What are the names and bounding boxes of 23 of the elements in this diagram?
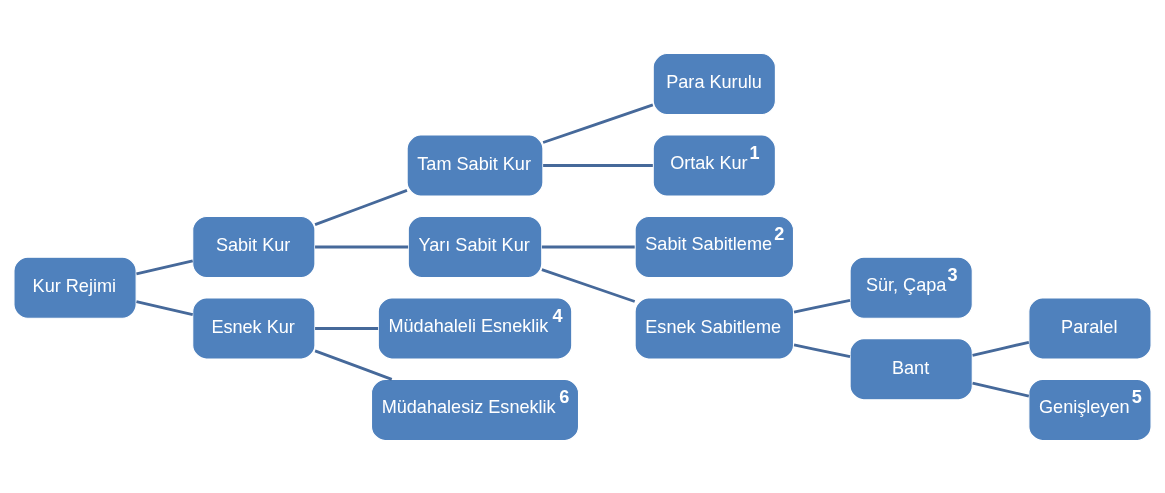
connector: [136, 258, 194, 275]
connector: [793, 343, 851, 358]
node-box: Esnek Kur: [192, 296, 316, 360]
connector: [793, 298, 851, 313]
node-box: Sabit Kur: [192, 215, 316, 278]
node-box: Kur Rejimi: [13, 256, 137, 319]
connector: [543, 163, 653, 167]
connector: [314, 349, 393, 381]
connector: [136, 299, 194, 316]
connector: [315, 326, 379, 330]
node-box: Paralel: [1028, 296, 1152, 360]
connector: [541, 245, 635, 248]
connector: [315, 245, 409, 248]
connector: [541, 267, 636, 303]
node-box: Esnek Sabitleme: [634, 296, 795, 360]
connector: [314, 188, 408, 226]
connector: [542, 102, 654, 144]
node-box: Yarı Sabit Kur: [407, 215, 543, 278]
connector: [972, 381, 1030, 397]
node-box: Para Kurulu: [652, 52, 776, 115]
connector: [972, 340, 1030, 357]
node-box: Tam Sabit Kur: [406, 133, 544, 197]
node-box: Bant: [849, 337, 973, 400]
